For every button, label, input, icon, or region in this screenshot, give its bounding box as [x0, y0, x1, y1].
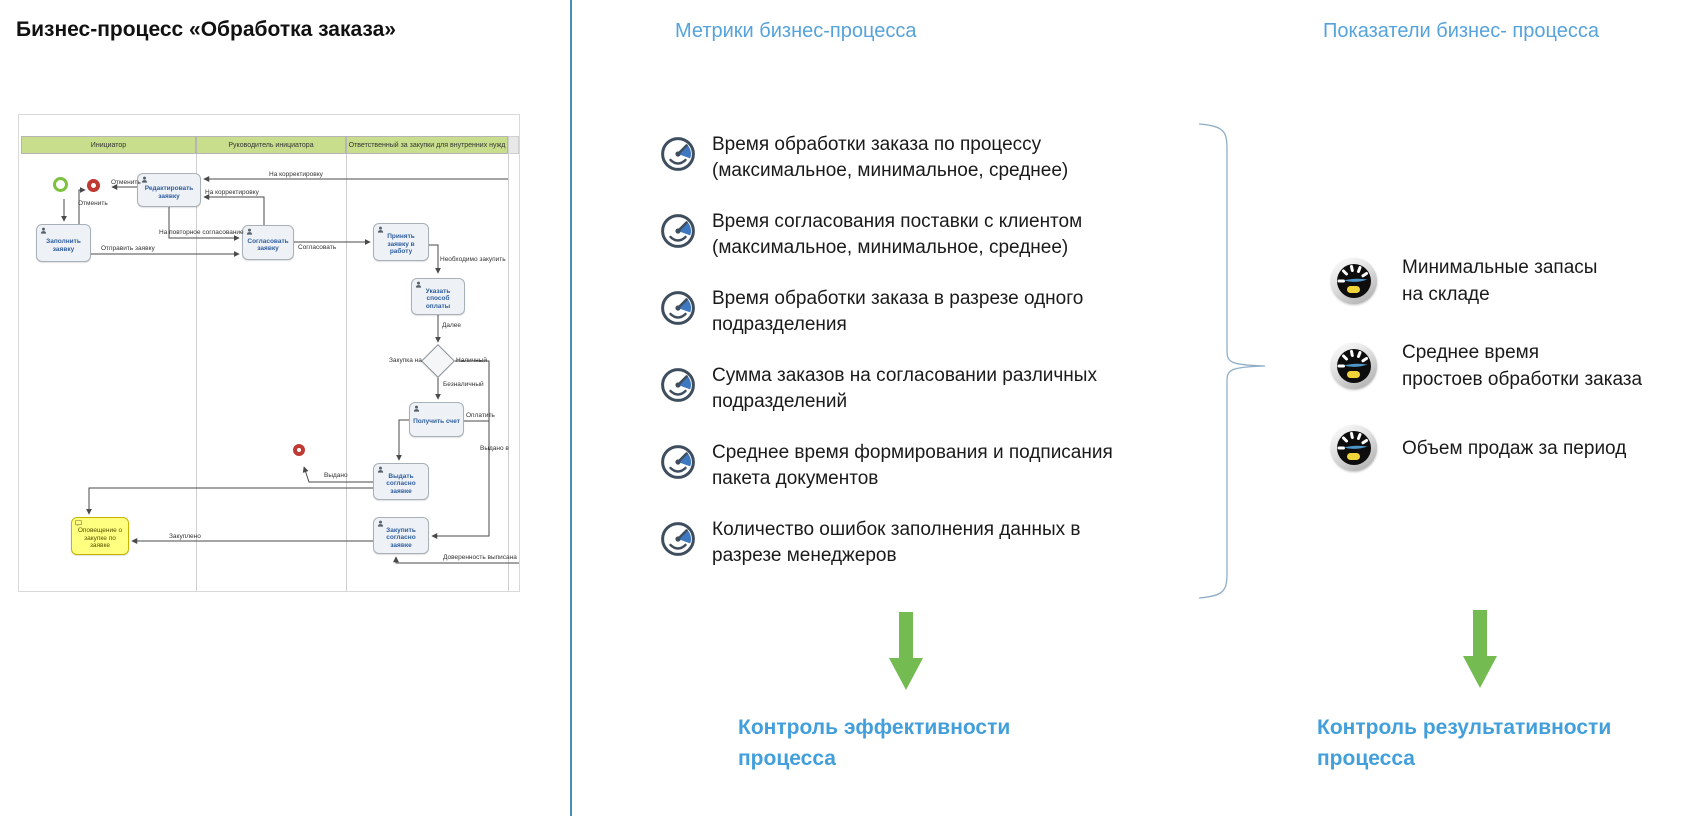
gauge-icon	[661, 368, 695, 402]
task-payment-method: Указать способ оплаты	[411, 278, 465, 315]
end-event-icon	[293, 444, 305, 456]
lane-header-manager: Руководитель инициатора	[196, 136, 346, 154]
flow-label: Необходимо закупить	[440, 256, 506, 263]
task-label: Закупить согласно заявке	[386, 526, 416, 549]
gauge-icon	[661, 445, 695, 479]
flow-label: Оплатить	[466, 412, 495, 419]
message-icon	[75, 520, 82, 526]
indicators-heading: Показатели бизнес- процесса	[1323, 20, 1599, 42]
flow-label: Отменить	[111, 179, 141, 186]
task-accept-request: Принять заявку в работу	[373, 223, 429, 261]
lane-header-stub	[508, 136, 519, 154]
task-fill-request: Заполнить заявку	[36, 224, 91, 262]
metrics-list: Время обработки заказа по процессу (макс…	[660, 132, 1160, 594]
task-label: Согласовать заявку	[247, 237, 289, 253]
down-arrow-icon	[889, 612, 923, 690]
lane-border	[196, 154, 197, 591]
task-label: Выдать согласно заявке	[386, 472, 416, 495]
metric-text: Время согласования поставки с клиентом (…	[712, 211, 1083, 258]
metric-text: Среднее время формирования и подписания …	[712, 442, 1113, 489]
lane-header-procurement: Ответственный за закупки для внутренних …	[346, 136, 508, 154]
flow-label: Отменить	[78, 200, 108, 207]
metric-item: Время обработки заказа в разрезе одного …	[660, 286, 1160, 338]
person-icon	[377, 466, 384, 473]
task-label: Принять заявку в работу	[387, 233, 415, 256]
metric-item: Время согласования поставки с клиентом (…	[660, 209, 1160, 261]
flow-label: Далее	[442, 322, 462, 329]
metric-text: Количество ошибок заполнения данных в ра…	[712, 519, 1081, 566]
indicator-item: Объем продаж за период	[1330, 424, 1690, 472]
metrics-footer: Контроль эффективности процесса	[738, 716, 1011, 770]
gauge-icon	[661, 214, 695, 248]
person-icon	[40, 227, 47, 234]
metric-item: Время обработки заказа по процессу (макс…	[660, 132, 1160, 184]
metric-item: Количество ошибок заполнения данных в ра…	[660, 517, 1160, 569]
gauge-icon	[661, 137, 695, 171]
flow-label: Закупка на	[389, 357, 422, 364]
person-icon	[415, 281, 422, 288]
indicator-item: Минимальные запасы на складе	[1330, 254, 1690, 308]
indicator-text: Объем продаж за период	[1402, 437, 1627, 459]
indicator-text: Минимальные запасы на складе	[1402, 257, 1598, 305]
metrics-heading: Метрики бизнес-процесса	[675, 20, 917, 42]
task-label: Редактировать заявку	[144, 185, 194, 200]
flow-label: На корректировку	[205, 189, 259, 196]
gauge-icon	[661, 291, 695, 325]
person-icon	[377, 520, 384, 527]
task-label: Указать способ оплаты	[425, 287, 451, 310]
gauge-icon	[661, 522, 695, 556]
metric-text: Время обработки заказа в разрезе одного …	[712, 288, 1084, 335]
speedometer-icon	[1331, 425, 1377, 471]
flow-label: На корректировку	[269, 171, 323, 178]
flow-label: Согласовать	[298, 244, 337, 251]
person-icon	[141, 176, 148, 183]
task-approve-request: Согласовать заявку	[242, 225, 294, 260]
bpmn-diagram: Инициатор Руководитель инициатора Ответс…	[18, 114, 520, 592]
flow-label: На повторное согласование	[159, 229, 244, 236]
lane-border	[508, 154, 509, 591]
metric-text: Время обработки заказа по процессу (макс…	[712, 134, 1069, 181]
metric-text: Сумма заказов на согласовании различных …	[712, 365, 1097, 412]
task-label: Оповещение о закупке по заявке	[77, 527, 123, 550]
task-issue-goods: Выдать согласно заявке	[373, 463, 429, 500]
indicator-text: Среднее время простоев обработки заказа	[1402, 342, 1643, 390]
flow-label: Выдано	[324, 472, 348, 479]
speedometer-icon	[1331, 343, 1377, 389]
task-edit-request: Редактировать заявку	[137, 173, 201, 207]
task-purchase: Закупить согласно заявке	[373, 517, 429, 554]
end-event-icon	[87, 179, 100, 192]
task-label: Заполнить заявку	[46, 238, 81, 253]
person-icon	[377, 226, 384, 233]
lane-border	[346, 154, 347, 591]
task-get-invoice: Получить счет	[409, 402, 464, 437]
flow-connectors	[61, 176, 519, 564]
flow-label: Наличный	[456, 357, 488, 364]
person-icon	[246, 228, 253, 235]
grouping-brace	[1198, 123, 1266, 599]
task-label: Получить счет	[413, 418, 460, 426]
indicator-item: Среднее время простоев обработки заказа	[1330, 339, 1690, 393]
section-divider	[570, 0, 572, 816]
flow-label: Доверенность выписана	[443, 554, 517, 561]
flow-label: Закуплено	[169, 533, 201, 540]
metric-item: Среднее время формирования и подписания …	[660, 440, 1160, 492]
indicators-list: Минимальные запасы на складе Среднее вре…	[1330, 254, 1690, 503]
task-purchase-notification: Оповещение о закупке по заявке	[71, 517, 129, 555]
lane-header-initiator: Инициатор	[21, 136, 196, 154]
flow-label: Выдано в	[480, 445, 509, 452]
indicators-footer: Контроль результативности процесса	[1317, 716, 1612, 770]
flow-label: Безналичный	[443, 381, 484, 388]
person-icon	[413, 405, 420, 412]
page-title: Бизнес-процесс «Обработка заказа»	[16, 18, 396, 41]
start-event-icon	[53, 177, 68, 192]
speedometer-icon	[1331, 258, 1377, 304]
flow-label: Отправить заявку	[101, 245, 155, 252]
down-arrow-icon	[1463, 610, 1497, 688]
metric-item: Сумма заказов на согласовании различных …	[660, 363, 1160, 415]
